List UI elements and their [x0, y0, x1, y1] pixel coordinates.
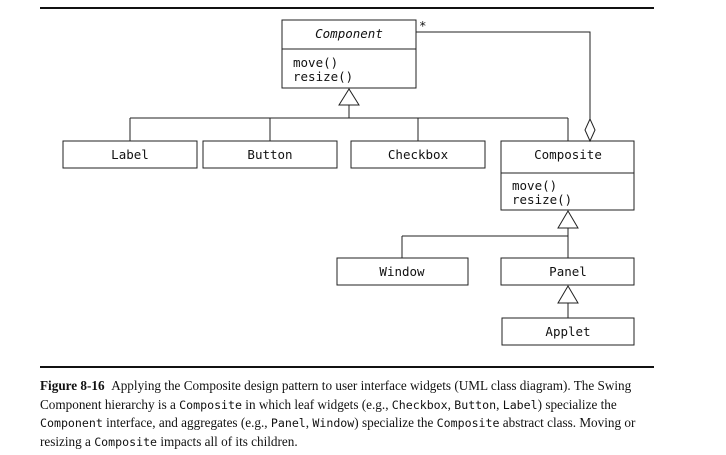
- panel-class-name: Panel: [549, 264, 587, 279]
- caption-code: Window: [312, 416, 355, 431]
- window-class-box: [336, 257, 469, 286]
- applet-class-name: Applet: [545, 324, 590, 339]
- figure-caption: Figure 8-16 Applying the Composite desig…: [40, 377, 658, 451]
- aggregation-diamond: [584, 117, 596, 143]
- caption-text: ,: [305, 415, 313, 431]
- composite-op-resize: resize(): [512, 192, 572, 207]
- caption-code: Composite: [179, 397, 242, 412]
- uml-class-diagram: * Component move() resize() Label Button…: [62, 18, 635, 346]
- figure-label: Figure 8-16: [40, 378, 105, 393]
- caption-code: Composite: [436, 416, 500, 431]
- caption-code: Panel: [270, 416, 306, 431]
- top-rule: [40, 7, 654, 9]
- composite-class-name: Composite: [534, 147, 602, 162]
- component-class-name: Component: [315, 26, 383, 41]
- panel-class-box: [500, 257, 635, 286]
- caption-text: in which leaf widgets (e.g.,: [242, 396, 392, 412]
- caption-rule: [40, 366, 654, 368]
- panel-generalization-arrow: [557, 285, 579, 304]
- caption-code: Button: [454, 397, 497, 412]
- caption-text: Applying the Composite design pattern to…: [40, 378, 632, 412]
- caption-text: ) specialize the: [537, 396, 617, 412]
- window-class-name: Window: [379, 264, 425, 279]
- label-class-name: Label: [111, 147, 149, 162]
- component-op-resize: resize(): [293, 69, 353, 84]
- caption-code: Label: [502, 397, 538, 412]
- component-class-box: [281, 19, 417, 89]
- caption-text: interface, and aggregates (e.g.,: [102, 415, 271, 431]
- button-class-name: Button: [247, 147, 292, 162]
- caption-text: impacts all of its children.: [157, 433, 298, 449]
- caption-text: abstract class. Moving or resizing a: [40, 415, 636, 449]
- composite-class-box: [500, 140, 635, 211]
- caption-code: Checkbox: [391, 397, 448, 412]
- caption-code: Component: [40, 416, 103, 431]
- checkbox-class-box: [350, 140, 486, 169]
- label-class-box: [62, 140, 198, 169]
- composite-generalization-arrow: [557, 210, 579, 229]
- component-generalization-arrow: [338, 88, 360, 106]
- checkbox-class-name: Checkbox: [388, 147, 449, 162]
- caption-text: ,: [447, 396, 455, 412]
- button-class-box: [202, 140, 338, 169]
- caption-text: ) specialize the: [354, 415, 437, 431]
- caption-code: Composite: [94, 434, 158, 449]
- aggregation-line: [416, 31, 591, 119]
- multiplicity-label: *: [419, 18, 427, 33]
- composite-op-move: move(): [512, 178, 557, 193]
- component-op-move: move(): [293, 55, 338, 70]
- caption-text: ,: [496, 396, 503, 412]
- applet-class-box: [501, 317, 635, 346]
